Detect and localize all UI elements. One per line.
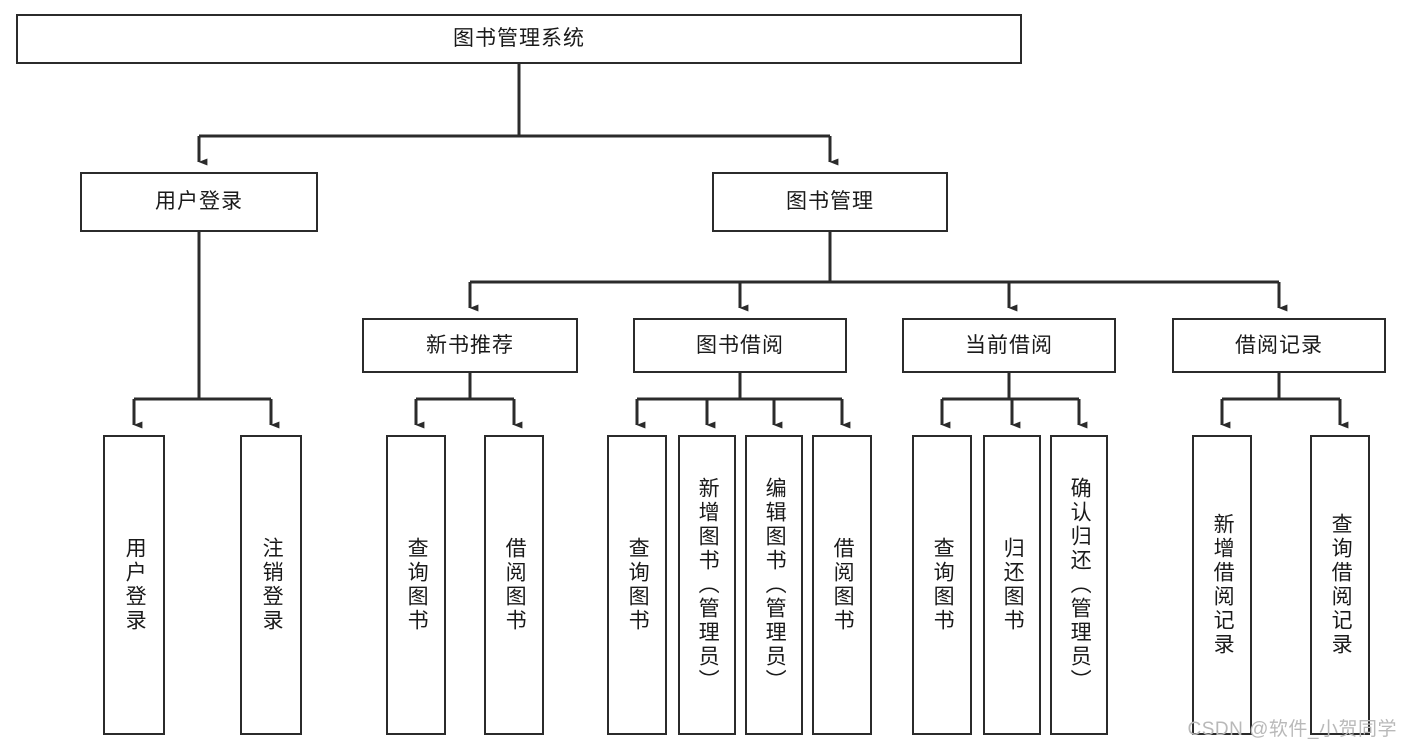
- node-label-leaf-borrow-book-1: 借阅图书: [503, 537, 527, 633]
- node-label-leaf-query-book-2: 查询图书: [626, 537, 650, 633]
- node-label-leaf-user-login: 用户登录: [123, 537, 147, 633]
- node-leaf-add-book[interactable]: 新增图书（管理员）: [678, 435, 736, 735]
- node-label-leaf-add-book: 新增图书（管理员）: [696, 477, 720, 693]
- node-leaf-query-record[interactable]: 查询借阅记录: [1310, 435, 1370, 735]
- node-label-leaf-logout: 注销登录: [260, 537, 284, 633]
- node-label-leaf-query-record: 查询借阅记录: [1329, 513, 1353, 657]
- node-label-user-login: 用户登录: [155, 190, 243, 214]
- node-book-manage[interactable]: 图书管理: [712, 172, 948, 232]
- node-label-leaf-query-book-1: 查询图书: [405, 537, 429, 633]
- watermark-text: CSDN @软件_小贺同学: [1187, 719, 1397, 740]
- node-leaf-user-login[interactable]: 用户登录: [103, 435, 165, 735]
- node-label-leaf-add-record: 新增借阅记录: [1211, 513, 1235, 657]
- node-label-current-borrow: 当前借阅: [965, 333, 1053, 357]
- node-leaf-confirm-return[interactable]: 确认归还（管理员）: [1050, 435, 1108, 735]
- node-leaf-borrow-book-1[interactable]: 借阅图书: [484, 435, 544, 735]
- node-leaf-edit-book[interactable]: 编辑图书（管理员）: [745, 435, 803, 735]
- node-leaf-query-book-3[interactable]: 查询图书: [912, 435, 972, 735]
- node-label-leaf-confirm-return: 确认归还（管理员）: [1068, 477, 1092, 693]
- node-leaf-logout[interactable]: 注销登录: [240, 435, 302, 735]
- node-leaf-return-book[interactable]: 归还图书: [983, 435, 1041, 735]
- node-new-book-recommend[interactable]: 新书推荐: [362, 318, 578, 373]
- node-label-leaf-query-book-3: 查询图书: [931, 537, 955, 633]
- node-user-login[interactable]: 用户登录: [80, 172, 318, 232]
- node-label-book-manage: 图书管理: [786, 190, 874, 214]
- node-label-leaf-edit-book: 编辑图书（管理员）: [763, 477, 787, 693]
- node-current-borrow[interactable]: 当前借阅: [902, 318, 1116, 373]
- node-label-leaf-borrow-book-2: 借阅图书: [831, 537, 855, 633]
- node-label-book-borrow: 图书借阅: [696, 333, 784, 357]
- node-leaf-borrow-book-2[interactable]: 借阅图书: [812, 435, 872, 735]
- node-label-leaf-return-book: 归还图书: [1001, 537, 1025, 633]
- node-book-borrow[interactable]: 图书借阅: [633, 318, 847, 373]
- node-label-new-book-recommend: 新书推荐: [426, 333, 514, 357]
- node-leaf-add-record[interactable]: 新增借阅记录: [1192, 435, 1252, 735]
- node-root[interactable]: 图书管理系统: [16, 14, 1022, 64]
- node-label-root: 图书管理系统: [453, 27, 585, 51]
- node-label-borrow-record: 借阅记录: [1235, 333, 1323, 357]
- node-borrow-record[interactable]: 借阅记录: [1172, 318, 1386, 373]
- node-leaf-query-book-1[interactable]: 查询图书: [386, 435, 446, 735]
- node-leaf-query-book-2[interactable]: 查询图书: [607, 435, 667, 735]
